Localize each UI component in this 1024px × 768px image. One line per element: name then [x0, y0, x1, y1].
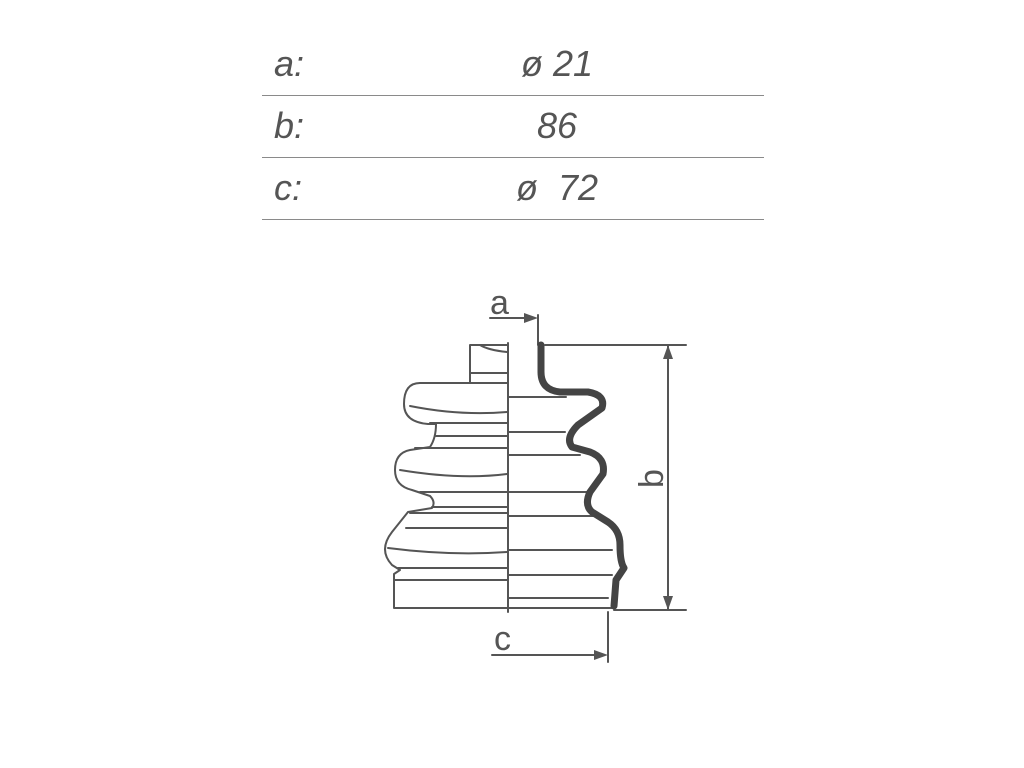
b-arrowhead-bottom	[663, 596, 673, 610]
dimension-label: a:	[274, 43, 305, 84]
b-arrowhead-top	[663, 345, 673, 359]
boot-exterior-outline	[384, 344, 508, 609]
dimension-table: a: ø 21 b: 86 c: ø 72	[262, 34, 764, 220]
boot-ridge-line	[387, 547, 508, 555]
boot-ridge-line	[409, 405, 508, 415]
dimension-label: c:	[274, 167, 303, 208]
a-arrowhead	[524, 313, 538, 323]
dimension-value: 86	[536, 105, 578, 146]
dimension-label-b: b	[633, 469, 671, 488]
dimension-label: b:	[274, 105, 305, 146]
dimension-row-a: a: ø 21	[262, 34, 764, 96]
boot-wall-profile	[537, 341, 628, 610]
c-arrowhead	[594, 650, 608, 660]
dimension-value: ø 21	[520, 43, 594, 84]
boot-ridge-line	[399, 469, 508, 478]
boot-neck-detail	[479, 344, 508, 353]
dimension-row-c: c: ø 72	[262, 158, 764, 220]
dimension-row-b: b: 86	[262, 96, 764, 158]
dimension-label-c: c	[494, 620, 511, 658]
dimension-value: ø 72	[515, 167, 599, 208]
dimension-label-a: a	[490, 284, 509, 322]
